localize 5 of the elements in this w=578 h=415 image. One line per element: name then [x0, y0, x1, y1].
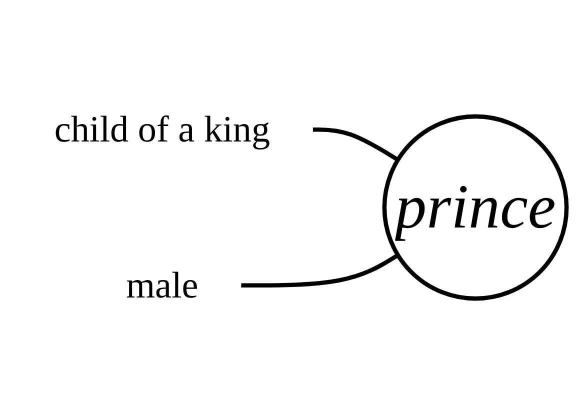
connector — [241, 253, 400, 288]
node-circle: prince — [382, 114, 569, 301]
node-text: child of a king — [54, 108, 270, 150]
node-text: male — [126, 264, 198, 306]
connector — [312, 127, 400, 162]
